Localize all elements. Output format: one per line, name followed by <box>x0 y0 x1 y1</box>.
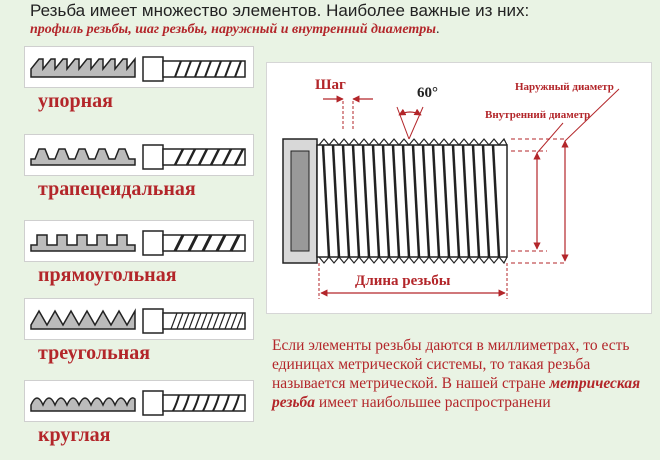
metric-thread-note: Если элементы резьбы даются в миллиметра… <box>272 336 644 412</box>
angle-label: 60° <box>417 85 438 101</box>
header-elements-list: профиль резьбы, шаг резьбы, наружный и в… <box>30 22 436 37</box>
thread-type-label: упорная <box>38 90 113 112</box>
header-intro: Резьба имеет множество элементов. Наибол… <box>30 1 530 20</box>
thread-type-label: круглая <box>38 424 111 446</box>
bolt-drawing <box>282 88 620 299</box>
note-text-start: Если элементы резьбы даются в миллиметра… <box>272 337 630 392</box>
thread-length-label: Длина резьбы <box>355 273 451 289</box>
triangle-thread-illustration <box>24 298 254 340</box>
thread-type-label: трапецеидальная <box>38 178 196 200</box>
thread-type-label: прямоугольная <box>38 264 177 286</box>
triangle-thread-svg <box>30 308 246 334</box>
round-thread-svg <box>30 390 246 416</box>
square-thread-svg <box>30 230 246 256</box>
inner-diameter-label: Внутренний диаметр <box>485 109 591 121</box>
trapezoid-thread-illustration <box>24 134 254 176</box>
square-thread-illustration <box>24 220 254 262</box>
pitch-label: Шаг <box>315 77 346 93</box>
trapezoid-thread-svg <box>30 144 246 170</box>
thread-type-label: треугольная <box>38 342 151 364</box>
thread-elements-diagram: Шаг 60° Наружный диаметр Внутренний диам… <box>266 62 652 314</box>
buttress-thread-svg <box>30 56 246 82</box>
round-thread-illustration <box>24 380 254 422</box>
outer-diameter-label: Наружный диаметр <box>515 81 614 93</box>
note-text-end: имеет наибольшее распространени <box>315 394 551 411</box>
header-elements: профиль резьбы, шаг резьбы, наружный и в… <box>30 21 630 39</box>
header-period: . <box>435 22 440 37</box>
note-emphasis: метрическая резьба <box>272 375 641 411</box>
buttress-thread-illustration <box>24 46 254 88</box>
header: Резьба имеет множество элементов. Наибол… <box>30 0 630 39</box>
